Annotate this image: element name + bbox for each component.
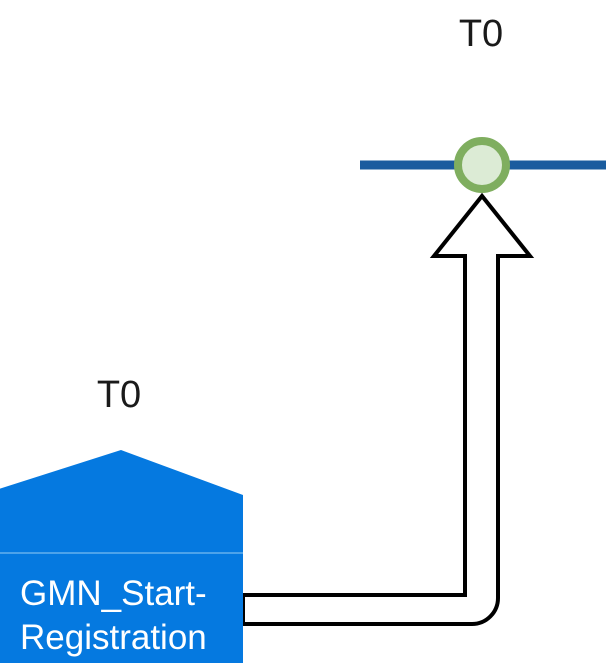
event-node-circle[interactable] [454, 137, 510, 193]
process-node-shape[interactable] [0, 450, 243, 663]
process-label: T0 [97, 374, 141, 416]
process-node-label-line2: Registration [20, 618, 207, 657]
flow-arrow-connector[interactable] [241, 192, 535, 626]
process-node-label-line1: GMN_Start- [20, 574, 207, 613]
top-event-label: T0 [459, 13, 503, 55]
